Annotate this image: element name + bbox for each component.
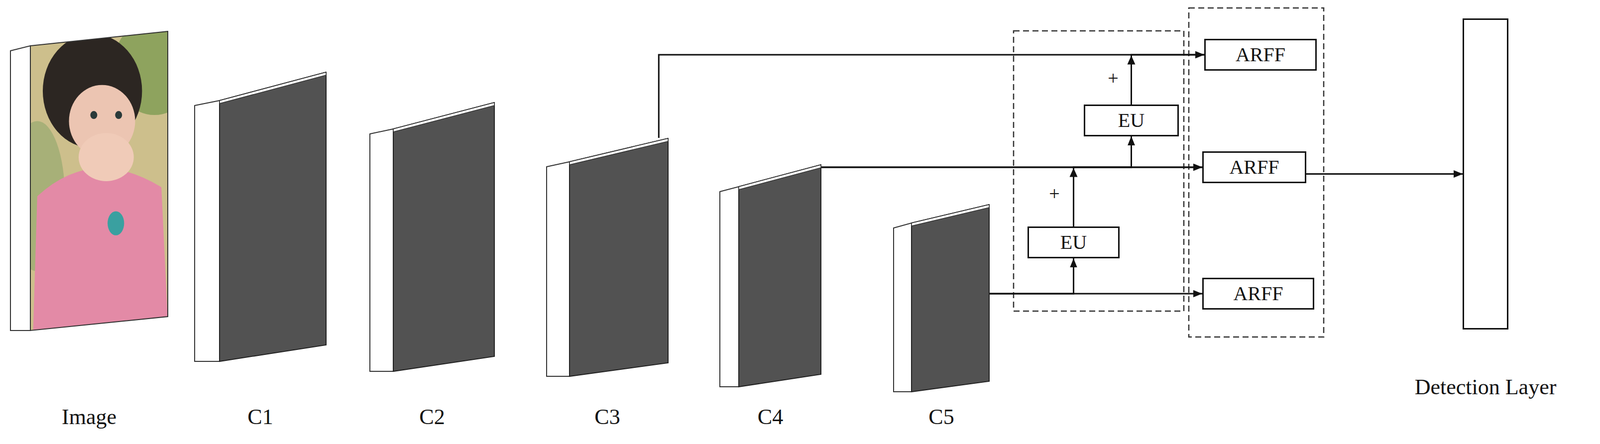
node-shape: ARFF <box>1204 38 1317 71</box>
layer-name: C1 <box>247 404 273 431</box>
layer-slab-outline <box>719 164 822 388</box>
connector-arrow <box>989 258 1074 294</box>
photo-clothes <box>33 168 169 332</box>
box-label: ARFF <box>1233 281 1283 306</box>
merge-arrowhead <box>1127 55 1136 65</box>
detection-layer-box: Detection Layer <box>1462 18 1509 330</box>
layer-name: Detection Layer <box>1414 374 1557 401</box>
slab-top-edge <box>738 164 821 190</box>
process-box: ARFF <box>1202 277 1315 310</box>
layer-name: C5 <box>928 404 954 431</box>
slab-top-edge <box>569 138 669 165</box>
image-side-face <box>10 45 31 331</box>
layer-slab-outline <box>546 137 669 378</box>
photo-hands <box>78 132 134 182</box>
input-image-illustration <box>9 30 169 332</box>
layer-slab-outline <box>893 204 990 393</box>
slab-front-face <box>911 204 990 392</box>
slab-top-edge <box>911 204 990 227</box>
slab-side-face <box>546 161 570 377</box>
box-label: EU <box>1060 230 1087 255</box>
feature-layer: C2 <box>369 102 495 373</box>
process-box: EU <box>1027 226 1120 259</box>
dashed-group-frame <box>1013 30 1184 312</box>
photo-eye <box>114 111 122 119</box>
feature-layer: C5 <box>893 204 990 393</box>
box-label: ARFF <box>1229 155 1279 180</box>
node-shape: ARFF <box>1202 277 1315 310</box>
process-box: ARFF <box>1204 38 1317 71</box>
node-shape <box>893 204 990 393</box>
slab-front-face <box>569 138 669 377</box>
node-shape: EU <box>1027 226 1120 259</box>
dashed-group-frame <box>1188 7 1324 338</box>
node-shape: EU <box>1083 104 1179 137</box>
layer-name: C4 <box>757 404 784 431</box>
slab-side-face <box>194 100 220 362</box>
slab-side-face <box>719 186 739 387</box>
node-shape: ARFF <box>1202 151 1307 184</box>
process-box: EU <box>1083 104 1179 137</box>
photo-shirt-print <box>107 211 124 235</box>
connector-arrow <box>1314 173 1463 175</box>
slab-front-face <box>393 102 495 372</box>
photo-content <box>9 30 169 332</box>
layer-name: Image <box>61 404 117 431</box>
slab-top-edge <box>393 102 495 132</box>
connector-arrow <box>1073 136 1132 227</box>
slab-front-face <box>219 72 327 362</box>
node-shape <box>9 30 169 332</box>
node-shape <box>1462 18 1509 330</box>
node-shape <box>719 164 822 388</box>
box-label: ARFF <box>1235 42 1286 67</box>
slab-side-face <box>893 223 912 392</box>
slab-front-face <box>738 164 821 387</box>
connector-arrow <box>1073 167 1203 227</box>
sum-sign: + <box>1107 68 1119 90</box>
feature-layer: C4 <box>719 164 822 388</box>
feature-layer: C1 <box>194 71 327 363</box>
connector-arrow <box>1306 173 1463 175</box>
sum-sign: + <box>1048 183 1060 205</box>
connector-arrow <box>658 54 1205 138</box>
layer-name: C3 <box>594 404 620 431</box>
slab-side-face <box>369 128 394 372</box>
image-front-border <box>30 31 168 331</box>
feature-layer: C3 <box>546 137 669 378</box>
layer-name: C2 <box>419 404 445 431</box>
layer-slab-outline <box>369 102 495 373</box>
box-label: EU <box>1118 108 1145 133</box>
slab-top-edge <box>219 72 327 104</box>
input-image: Image <box>9 30 169 332</box>
connector-arrow <box>1131 54 1205 105</box>
connector-arrow <box>821 136 1132 168</box>
layer-slab-outline <box>194 71 327 363</box>
photo-eye <box>90 111 98 119</box>
process-box: ARFF <box>1202 151 1307 184</box>
node-shape <box>546 137 669 378</box>
node-shape <box>194 71 327 363</box>
node-shape <box>369 102 495 373</box>
